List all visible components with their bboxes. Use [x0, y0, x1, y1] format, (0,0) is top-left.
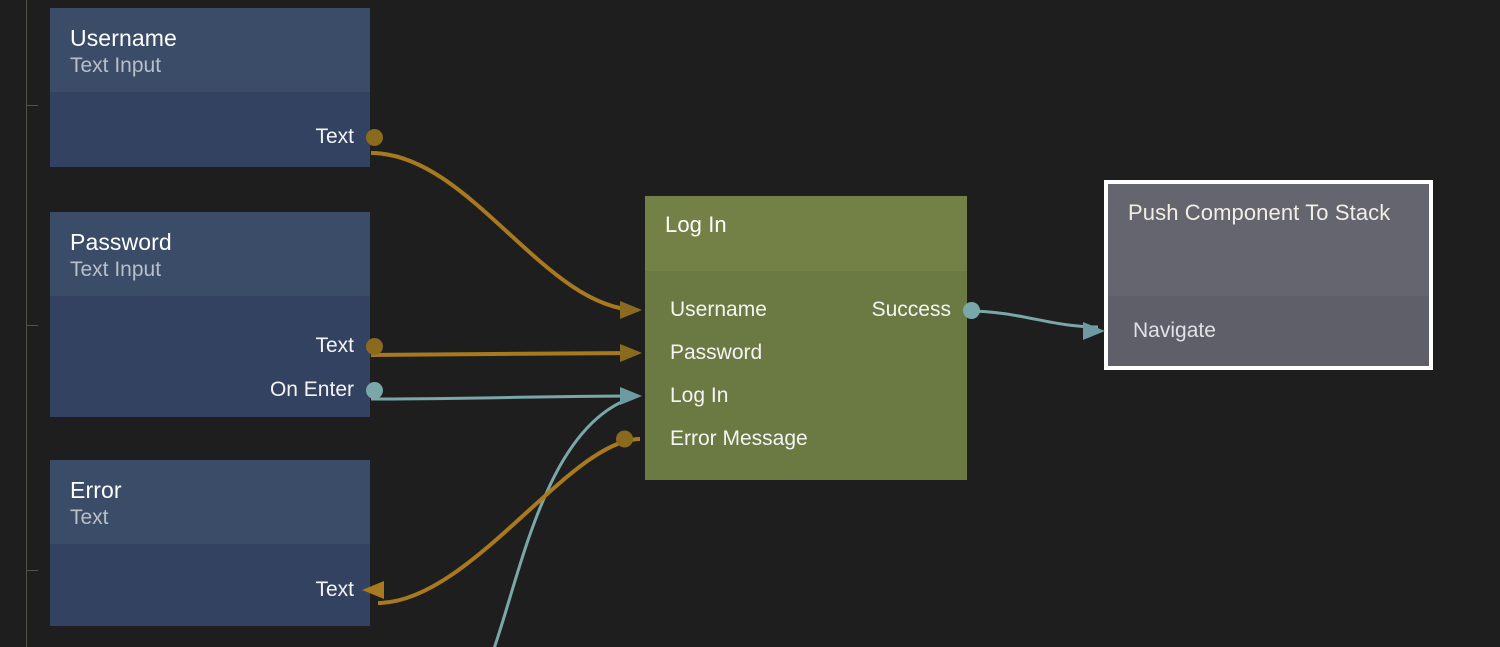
canvas-guide-line — [26, 0, 27, 647]
port-in-login-trigger-label: Log In — [670, 384, 729, 407]
port-in-login-username-label: Username — [670, 298, 767, 321]
node-username-subtitle: Text Input — [70, 54, 162, 78]
port-out-password-text[interactable]: Text — [315, 333, 383, 359]
port-out-password-onenter-label: On Enter — [269, 378, 354, 402]
port-out-login-success[interactable]: Success — [872, 297, 980, 323]
node-username[interactable]: Username Text Input Text — [50, 8, 383, 188]
arrow-left-icon[interactable] — [362, 581, 384, 600]
port-out-login-errormessage[interactable]: Error Message — [616, 426, 808, 452]
node-username-header[interactable]: Username Text Input — [50, 8, 370, 93]
wire-username-text-to-login-username — [370, 151, 639, 312]
node-push-component-to-stack-header[interactable]: Push Component To Stack — [1108, 184, 1429, 296]
arrow-right-icon[interactable] — [620, 340, 645, 366]
node-login[interactable]: Log In Username Success Password — [616, 196, 980, 480]
port-dot-icon[interactable] — [366, 337, 383, 355]
canvas-guide-tick — [27, 570, 38, 571]
port-in-error-text-label: Text — [315, 578, 354, 602]
node-password-header[interactable]: Password Text Input — [50, 212, 370, 297]
port-in-push-navigate-label: Navigate — [1133, 319, 1216, 342]
canvas-guide-tick — [27, 325, 38, 326]
node-error-title: Error — [70, 477, 122, 503]
node-password-body: Text On Enter — [50, 296, 383, 418]
port-out-password-text-label: Text — [315, 334, 354, 358]
arrow-right-icon[interactable] — [1083, 318, 1108, 344]
node-password-title: Password — [70, 229, 172, 255]
canvas-guide-tick — [27, 105, 38, 106]
node-error-subtitle: Text — [70, 506, 109, 530]
node-error-header[interactable]: Error Text — [50, 460, 370, 545]
port-dot-icon[interactable] — [366, 128, 383, 146]
wire-password-onenter-to-login-login — [370, 394, 639, 401]
node-push-component-to-stack-title: Push Component To Stack — [1128, 200, 1391, 225]
port-in-push-navigate[interactable]: Navigate — [1083, 318, 1216, 344]
port-in-login-password-label: Password — [670, 341, 763, 364]
port-out-username-text-label: Text — [315, 125, 354, 149]
node-password[interactable]: Password Text Input Text On Enter — [50, 212, 383, 438]
node-password-subtitle: Text Input — [70, 258, 162, 282]
port-out-login-success-label: Success — [871, 298, 951, 321]
node-push-component-to-stack-body: Navigate — [1108, 296, 1429, 366]
wire-login-errormessage-to-error-text — [377, 437, 641, 605]
arrow-right-icon[interactable] — [620, 297, 645, 323]
node-username-body: Text — [50, 92, 383, 168]
port-in-login-username[interactable]: Username — [620, 297, 767, 323]
port-out-login-errormessage-label: Error Message — [670, 427, 808, 450]
port-in-login-password[interactable]: Password — [620, 340, 762, 366]
port-dot-icon[interactable] — [366, 381, 383, 399]
node-username-title: Username — [70, 25, 177, 51]
wire-offscreen-to-login-login — [493, 394, 639, 647]
port-dot-icon[interactable] — [616, 430, 645, 448]
port-in-login-trigger[interactable]: Log In — [620, 383, 728, 409]
node-error[interactable]: Error Text Text — [50, 460, 384, 647]
node-login-header[interactable]: Log In — [645, 196, 967, 271]
port-in-error-text[interactable]: Text — [315, 577, 384, 603]
port-dot-icon[interactable] — [963, 301, 980, 319]
node-login-title: Log In — [665, 212, 727, 237]
wire-password-text-to-login-password — [370, 351, 639, 357]
node-error-body: Text — [50, 544, 384, 627]
arrow-right-icon[interactable] — [620, 383, 645, 409]
port-out-password-onenter[interactable]: On Enter — [270, 377, 383, 403]
node-login-body: Username Success Password Log In — [616, 271, 980, 480]
node-push-component-to-stack[interactable]: Push Component To Stack Navigate — [1104, 180, 1433, 370]
wire-login-success-to-push-navigate — [966, 309, 1099, 329]
port-out-username-text[interactable]: Text — [315, 124, 383, 150]
